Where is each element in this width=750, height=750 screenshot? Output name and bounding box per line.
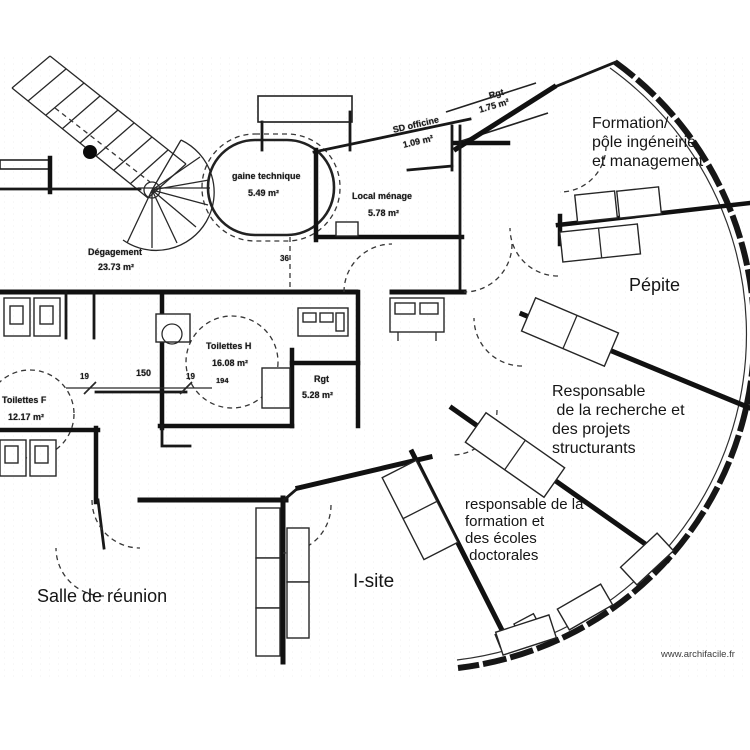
annotation-formation-line2: pôle ingéneirie <box>592 134 697 151</box>
annotation-resp-recherche-line3: des projets <box>552 421 631 438</box>
room-area-toilettes-h: 16.08 m² <box>212 358 249 368</box>
dimension-marks <box>66 381 212 395</box>
furniture-desks <box>381 186 675 656</box>
annotation-formation-line1: Formation/ <box>592 115 669 132</box>
annotation-resp-recherche-line2: de la recherche et <box>552 402 685 419</box>
annotation-resp-recherche-line1: Responsable <box>552 383 646 400</box>
annotation-resp-recherche-line4: structurants <box>552 440 636 457</box>
storage-cabinets <box>255 507 310 657</box>
plan-dot <box>83 145 97 159</box>
annotation-resp-formation-line4: doctorales <box>465 547 539 564</box>
dimension-label-vertical: 36 <box>280 254 289 263</box>
room-label-degagement: Dégagement <box>88 247 143 257</box>
room-label-local-menage: Local ménage <box>352 191 413 201</box>
annotation-formation-line3: et management <box>592 153 704 170</box>
dimension-label-left: 19 <box>80 372 89 381</box>
room-area-degagement: 23.73 m² <box>98 262 135 272</box>
room-area-toilettes-f: 12.17 m² <box>8 412 45 422</box>
room-label-toilettes-f: Toilettes F <box>2 395 47 405</box>
sanitary-fixtures <box>0 221 445 477</box>
annotation-isite: I-site <box>353 571 395 592</box>
staircase <box>11 55 215 252</box>
room-note-toilettes-h: 194 <box>216 376 229 385</box>
annotation-resp-formation-line2: formation et <box>465 513 545 530</box>
room-label-toilettes-h: Toilettes H <box>206 341 252 351</box>
room-area-gaine-technique: 5.49 m² <box>248 188 280 198</box>
room-area-local-menage: 5.78 m² <box>368 208 400 218</box>
annotation-resp-formation-line3: des écoles <box>465 530 537 547</box>
room-area-rgt-milieu: 5.28 m² <box>302 390 334 400</box>
annotation-pepite: Pépite <box>629 275 681 295</box>
watermark-archifacile: www.archifacile.fr <box>661 649 735 660</box>
dimension-label-right: 19 <box>186 372 195 381</box>
room-label-gaine-technique: gaine technique <box>232 171 301 181</box>
room-label-rgt-milieu: Rgt <box>314 374 329 384</box>
dimension-label-middle: 150 <box>136 368 152 378</box>
annotation-resp-formation-line1: responsable de la <box>465 496 584 513</box>
annotation-salle-reunion: Salle de réunion <box>37 586 168 606</box>
